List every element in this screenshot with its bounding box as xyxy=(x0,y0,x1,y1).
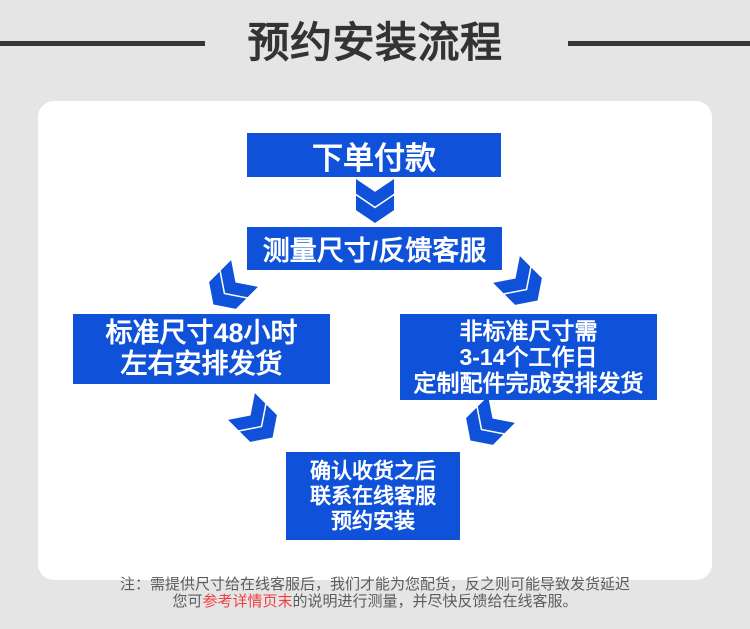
flow-step-standard-size: 标准尺寸48小时 左右安排发货 xyxy=(73,314,330,384)
title-left-line xyxy=(0,41,205,46)
chevron-down-right-icon xyxy=(228,393,286,451)
flow-step-label-line: 预约安装 xyxy=(331,509,415,533)
flow-step-label: 测量尺寸/反馈客服 xyxy=(262,236,487,266)
note-line2-highlight: 参考详情页末 xyxy=(202,593,293,610)
footer-note: 注：需提供尺寸给在线客服后，我们才能为您配货，反之则可能导致发货延迟 您可参考详… xyxy=(0,576,750,610)
flow-step-nonstandard-size: 非标准尺寸需 3-14个工作日 定制配件完成安排发货 xyxy=(400,314,657,400)
flow-step-measure-feedback: 测量尺寸/反馈客服 xyxy=(247,227,502,270)
flow-step-confirm-receipt-install: 确认收货之后 联系在线客服 预约安装 xyxy=(286,452,460,540)
chevron-down-left-icon xyxy=(457,396,515,454)
note-line-1: 注：需提供尺寸给在线客服后，我们才能为您配货，反之则可能导致发货延迟 xyxy=(119,576,630,593)
chevron-down-icon xyxy=(356,179,394,223)
flow-step-label-line: 联系在线客服 xyxy=(310,484,436,508)
note-line-2: 您可参考详情页末的说明进行测量，并尽快反馈给在线客服。 xyxy=(0,593,750,610)
chevron-down-left-icon xyxy=(200,260,258,318)
title-right-line xyxy=(568,41,750,46)
note-line2-prefix: 您可 xyxy=(172,593,203,610)
note-line2-suffix: 的说明进行测量，并尽快反馈给在线客服。 xyxy=(292,593,578,610)
flow-step-label-line: 标准尺寸48小时 xyxy=(105,318,298,348)
flow-step-label-line: 非标准尺寸需 xyxy=(459,318,598,344)
flow-step-label-line: 左右安排发货 xyxy=(120,349,283,379)
flow-step-place-order-pay: 下单付款 xyxy=(247,133,501,177)
chevron-down-right-icon xyxy=(493,256,551,314)
flow-step-label-line: 定制配件完成安排发货 xyxy=(413,370,644,396)
flow-step-label-line: 确认收货之后 xyxy=(310,459,436,483)
flow-step-label: 下单付款 xyxy=(312,140,436,176)
flow-step-label-line: 3-14个工作日 xyxy=(459,344,598,370)
page-title: 预约安装流程 xyxy=(247,19,503,66)
